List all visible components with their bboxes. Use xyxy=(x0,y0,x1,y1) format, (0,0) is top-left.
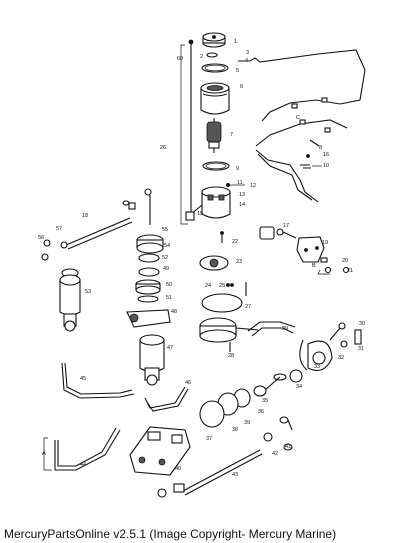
callout-37: 37 xyxy=(206,436,212,442)
callout-16: 16 xyxy=(323,152,329,158)
trim-cylinder xyxy=(59,268,81,332)
callout-57: 57 xyxy=(56,226,62,232)
label-C: C xyxy=(296,115,300,121)
callout-25: 25 xyxy=(219,283,225,289)
callout-4: 4 xyxy=(245,58,248,64)
manifold-block xyxy=(129,426,263,498)
callout-20: 20 xyxy=(342,258,348,264)
callout-42: 42 xyxy=(272,451,278,457)
callout-13: 13 xyxy=(239,192,245,198)
callout-26: 26 xyxy=(160,145,166,151)
callout-43: 43 xyxy=(232,472,238,478)
callout-53: 53 xyxy=(85,289,91,295)
callout-52: 52 xyxy=(162,255,168,261)
callout-39: 39 xyxy=(244,420,250,426)
valve-stack xyxy=(199,369,303,451)
callout-31: 31 xyxy=(358,346,364,352)
callout-29: 29 xyxy=(282,326,288,332)
hydraulic-lines xyxy=(247,321,362,371)
callout-15: 15 xyxy=(197,211,203,217)
callout-45: 45 xyxy=(80,376,86,382)
callout-7: 7 xyxy=(230,132,233,138)
callout-33: 33 xyxy=(314,364,320,370)
callout-11: 11 xyxy=(237,180,243,186)
callout-51: 51 xyxy=(166,295,172,301)
callout-34: 34 xyxy=(296,384,302,390)
callout-47: 47 xyxy=(167,345,173,351)
callout-3: 3 xyxy=(246,50,249,56)
callout-40: 40 xyxy=(175,466,181,472)
solenoid-bracket-parts xyxy=(259,226,350,275)
callout-27: 27 xyxy=(245,304,251,310)
callout-10: 10 xyxy=(323,163,329,169)
callout-54: 54 xyxy=(164,243,170,249)
left-rod-parts xyxy=(41,188,152,261)
callout-2: 2 xyxy=(200,54,203,60)
callout-18: 18 xyxy=(82,213,88,219)
label-A: A xyxy=(42,451,46,457)
callout-60: 60 xyxy=(177,56,183,62)
tube-lines xyxy=(43,362,189,471)
callout-49: 49 xyxy=(163,266,169,272)
callout-55: 55 xyxy=(162,227,168,233)
label-B: B xyxy=(312,263,316,269)
pump-motor-assembly xyxy=(180,32,245,243)
callout-23: 23 xyxy=(236,259,242,265)
copyright-caption: MercuryPartsOnline v2.5.1 (Image Copyrig… xyxy=(4,527,337,541)
callout-6: 6 xyxy=(240,84,243,90)
callout-46: 46 xyxy=(185,380,191,386)
callout-30: 30 xyxy=(359,321,365,327)
callout-8: 8 xyxy=(319,145,322,151)
callout-12: 12 xyxy=(250,183,256,189)
callout-56: 56 xyxy=(38,235,44,241)
callout-41: 41 xyxy=(285,444,291,450)
callout-19: 19 xyxy=(322,240,328,246)
callout-32: 32 xyxy=(338,355,344,361)
center-pump-stack xyxy=(126,234,171,386)
callout-21: 21 xyxy=(347,268,353,274)
callout-35: 35 xyxy=(262,398,268,404)
callout-28: 28 xyxy=(228,353,234,359)
callout-5: 5 xyxy=(236,68,239,74)
wire-harness xyxy=(238,49,366,203)
callout-36: 36 xyxy=(258,409,264,415)
callout-44: 44 xyxy=(80,462,86,468)
callout-17: 17 xyxy=(283,223,289,229)
callout-48: 48 xyxy=(171,309,177,315)
pump-body xyxy=(199,255,259,352)
callout-labels: 1 60 2 3 4 5 6 7 26 8 9 10 11 12 13 14 1… xyxy=(38,39,365,478)
callout-9: 9 xyxy=(236,166,239,172)
callout-22: 22 xyxy=(232,239,238,245)
callout-24: 24 xyxy=(205,283,211,289)
callout-50: 50 xyxy=(166,282,172,288)
callout-38: 38 xyxy=(232,427,238,433)
exploded-parts-diagram: 1 60 2 3 4 5 6 7 26 8 9 10 11 12 13 14 1… xyxy=(38,32,366,498)
callout-14: 14 xyxy=(239,202,245,208)
callout-1: 1 xyxy=(234,39,237,45)
